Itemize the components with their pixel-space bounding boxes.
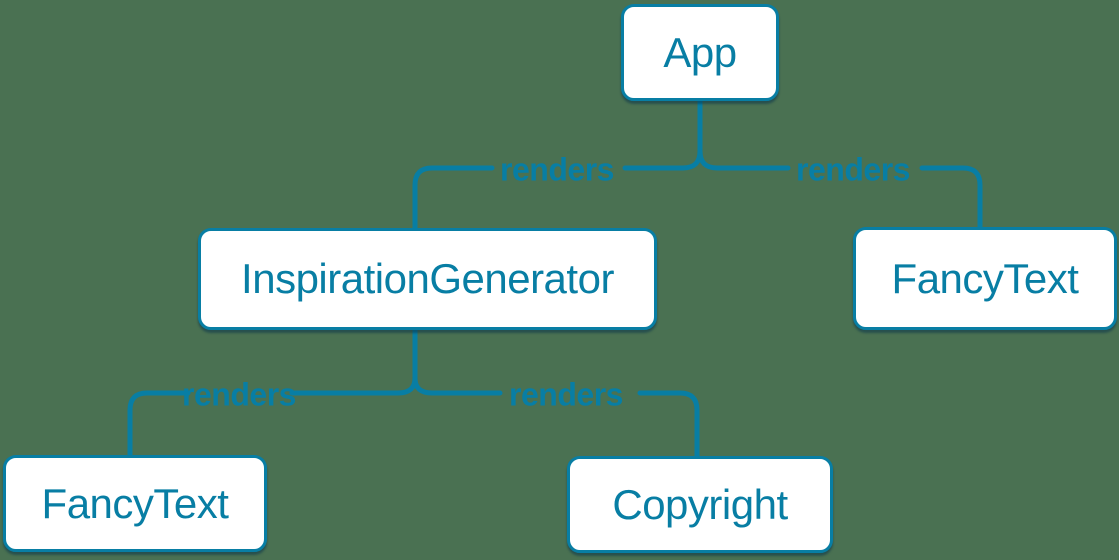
node-app: App — [621, 4, 779, 101]
node-copyright: Copyright — [567, 456, 833, 553]
node-fancy-text-left-label: FancyText — [41, 479, 229, 527]
node-inspiration-generator: InspirationGenerator — [198, 228, 657, 330]
node-app-label: App — [663, 28, 737, 76]
edge-app-to-inspiration-drop — [412, 165, 495, 381]
edge-inspiration-to-fancytext-drop — [127, 390, 191, 458]
node-fancy-text-right: FancyText — [853, 227, 1117, 330]
edge-label-renders-app-inspiration: renders — [500, 151, 614, 188]
edge-inspiration-to-copyright-drop — [637, 390, 700, 459]
edge-inspiration-to-fancytext-flare — [289, 375, 418, 396]
edge-app-to-fancytext-flare — [697, 148, 791, 171]
edge-label-renders-app-fancytext: renders — [796, 151, 910, 188]
node-copyright-label: Copyright — [612, 480, 788, 528]
edge-label-renders-inspiration-copyright: renders — [509, 376, 623, 413]
edge-inspiration-to-copyright-flare — [412, 375, 503, 396]
node-fancy-text-right-label: FancyText — [891, 254, 1079, 302]
edge-app-to-inspiration-flare — [622, 148, 703, 171]
node-fancy-text-left: FancyText — [3, 455, 267, 552]
edge-app-to-fancytext-drop — [919, 165, 983, 230]
node-inspiration-generator-label: InspirationGenerator — [241, 255, 614, 302]
edge-label-renders-inspiration-fancytext: renders — [182, 376, 296, 413]
